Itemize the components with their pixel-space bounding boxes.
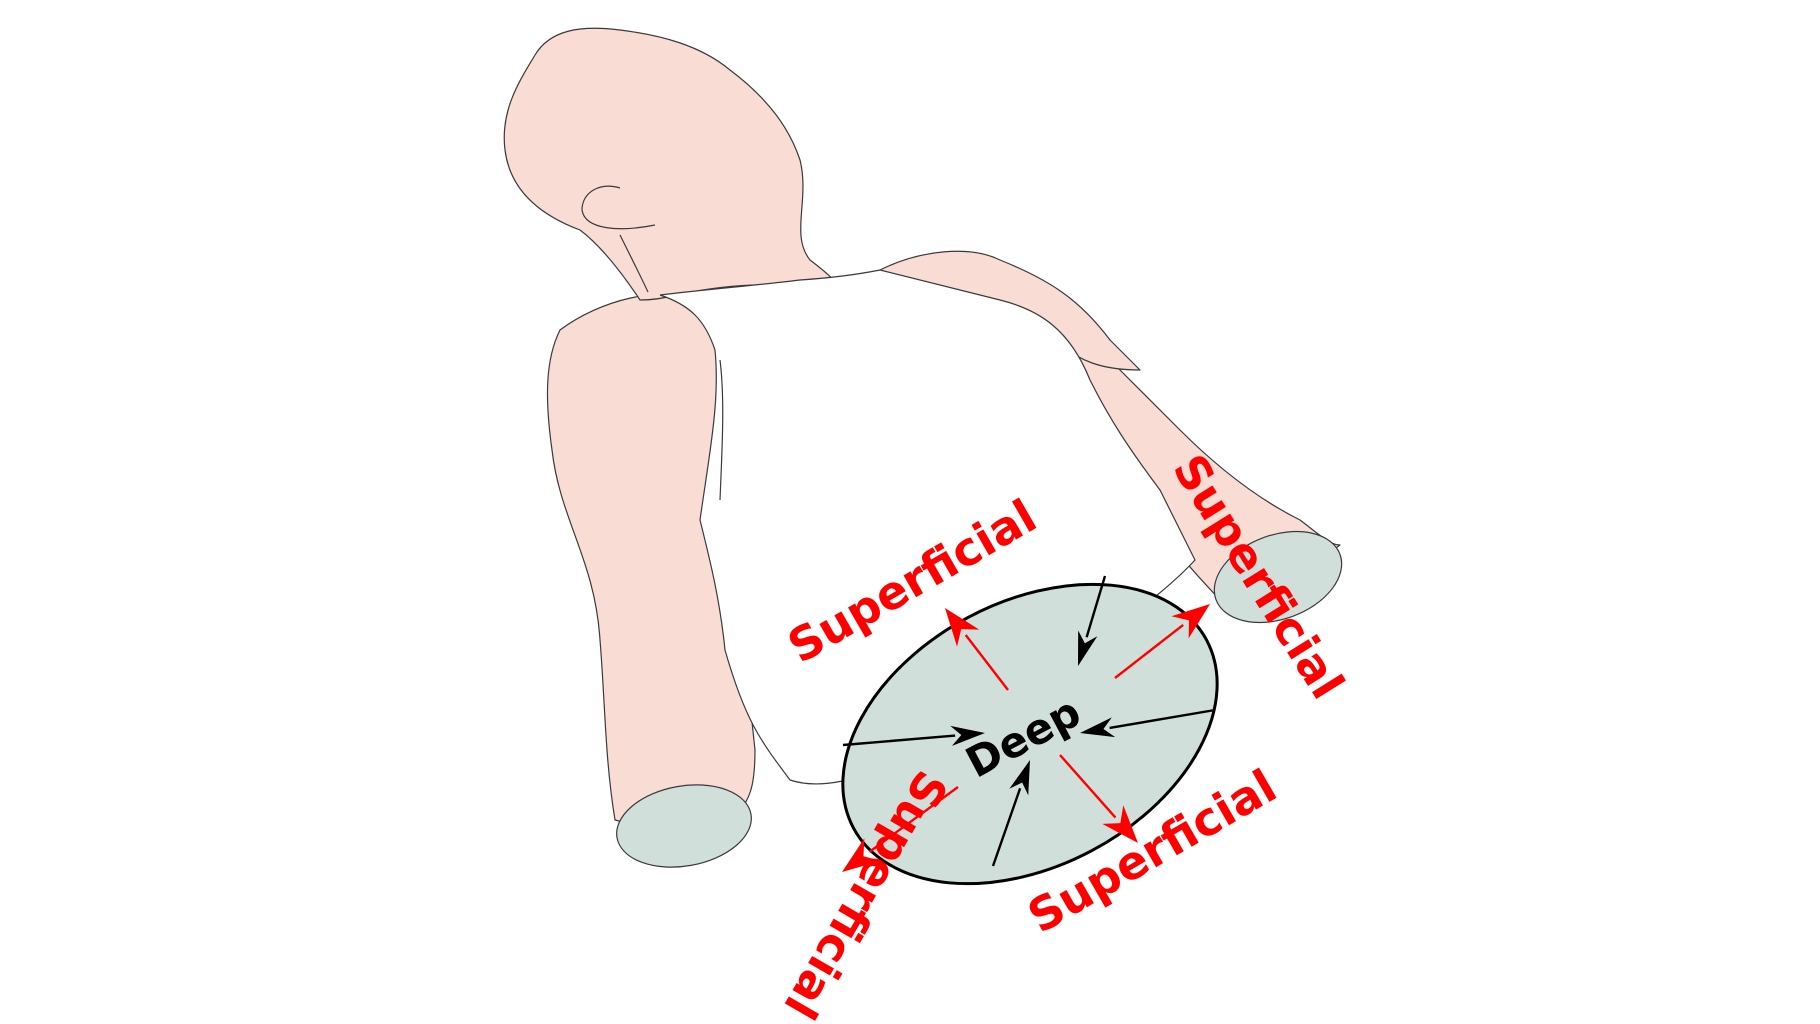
inward-arrows-group [842,575,1216,867]
inward-arrow-right [1080,708,1216,738]
outward-arrow-lower-left [842,786,959,872]
inward-arrow-left [842,725,985,747]
inward-arrow-top [1078,575,1107,666]
jaw-line [619,234,649,293]
left-arm-cross-section [616,784,752,868]
outward-arrow-lower-right [1059,754,1138,843]
outward-arrow-upper-left [945,608,1009,691]
outward-arrows-group [842,604,1210,872]
ear [581,185,656,230]
inward-arrow-bottom [991,760,1030,867]
head [503,27,842,301]
right-arm-cross-section [1213,530,1343,624]
arm-fold-line [719,359,724,501]
outward-arrow-upper-right [1114,604,1210,679]
